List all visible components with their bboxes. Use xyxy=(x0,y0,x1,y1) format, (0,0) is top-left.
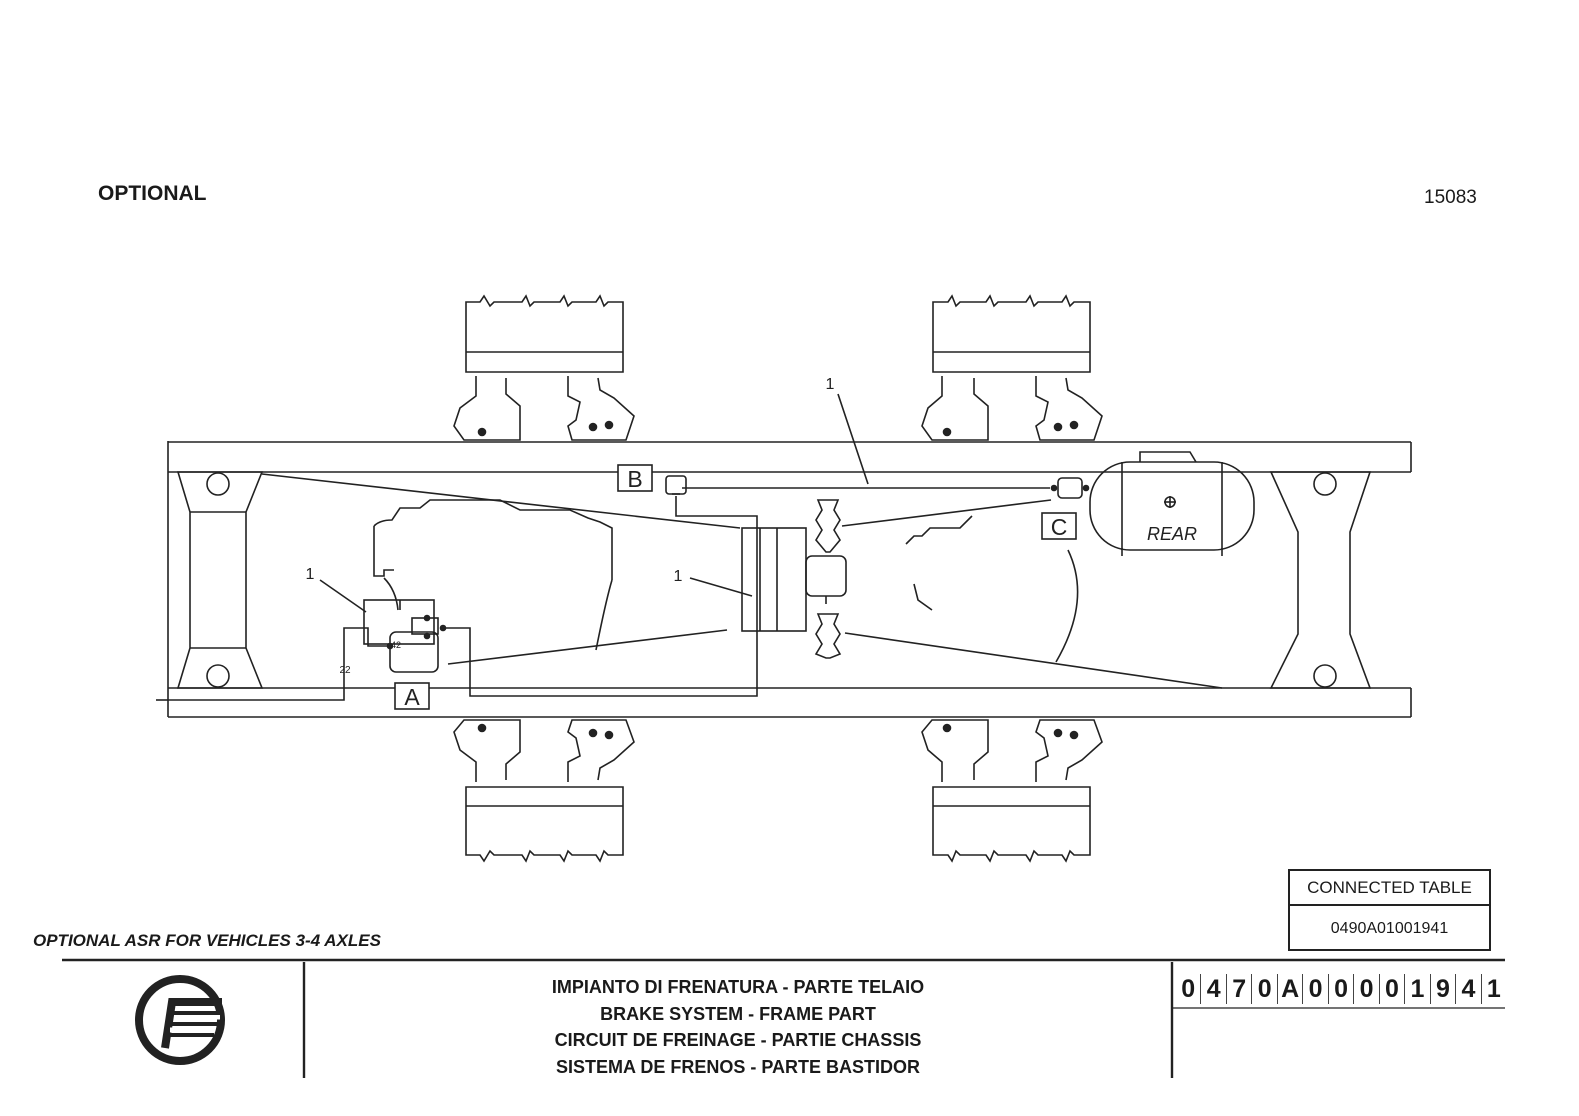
wheel-rear-axle-right xyxy=(921,719,1103,863)
brand-logo-icon xyxy=(135,975,225,1065)
ref-box-c xyxy=(1041,512,1077,540)
callout-left: 1 xyxy=(306,566,315,583)
code-char: 1 xyxy=(1486,975,1501,1003)
code-char: 1 xyxy=(1405,974,1431,1004)
code-char: 4 xyxy=(1456,974,1482,1004)
wheel-front-axle-left xyxy=(453,294,635,441)
sheet-number: 15083 xyxy=(1424,187,1477,208)
connected-table: CONNECTED TABLE 0490A01001941 xyxy=(1288,869,1491,951)
valve-c xyxy=(1050,477,1090,499)
asr-valve-assembly xyxy=(363,599,447,673)
label-rear: REAR xyxy=(1147,524,1197,544)
ref-box-a xyxy=(394,682,430,710)
ref-box-b xyxy=(617,464,653,492)
optional-label: OPTIONAL xyxy=(98,182,207,205)
title-line-spanish: SISTEMA DE FRENOS - PARTE BASTIDOR xyxy=(555,1056,921,1077)
code-char: A xyxy=(1278,974,1304,1004)
connected-table-code: 0490A01001941 xyxy=(1330,919,1449,937)
port-42: 42 xyxy=(391,640,401,650)
title-block-text: IMPIANTO DI FRENATURA - PARTE TELAIO BRA… xyxy=(306,974,1170,1080)
title-block-frame xyxy=(62,958,1505,1078)
callout-mid: 1 xyxy=(674,568,683,585)
code-char: 0 xyxy=(1354,974,1380,1004)
code-char: 0 xyxy=(1380,974,1406,1004)
title-line-italian: IMPIANTO DI FRENATURA - PARTE TELAIO xyxy=(551,977,925,997)
code-char: 0 xyxy=(1329,974,1355,1004)
chassis-frame xyxy=(156,441,1412,718)
wheel-front-axle-right xyxy=(453,719,635,863)
label-a: A xyxy=(404,684,420,710)
title-line-english: BRAKE SYSTEM - FRAME PART xyxy=(600,1003,876,1024)
propeller-shaft xyxy=(805,499,847,659)
code-char: 0 xyxy=(1303,974,1329,1004)
code-char: 7 xyxy=(1227,974,1253,1004)
callout-top: 1 xyxy=(826,376,835,393)
title-line-french: CIRCUIT DE FREINAGE - PARTIE CHASSIS xyxy=(554,1030,922,1050)
label-c: C xyxy=(1051,514,1068,540)
code-char: 0 xyxy=(1176,974,1202,1004)
drawing-caption: OPTIONAL ASR FOR VEHICLES 3-4 AXLES xyxy=(33,931,381,950)
code-char: 4 xyxy=(1201,974,1227,1004)
air-tank-rear xyxy=(1089,451,1255,556)
connected-table-header: CONNECTED TABLE xyxy=(1290,871,1489,906)
port-22: 22 xyxy=(339,665,351,676)
document-code: 0 4 7 0 A 0 0 0 0 1 9 4 1 xyxy=(1176,974,1506,1004)
code-char: 0 xyxy=(1252,974,1278,1004)
label-b: B xyxy=(627,466,642,492)
valve-b xyxy=(665,475,687,495)
air-piping xyxy=(168,487,1050,701)
code-char: 9 xyxy=(1431,974,1457,1004)
wheel-rear-axle-left xyxy=(921,294,1103,441)
